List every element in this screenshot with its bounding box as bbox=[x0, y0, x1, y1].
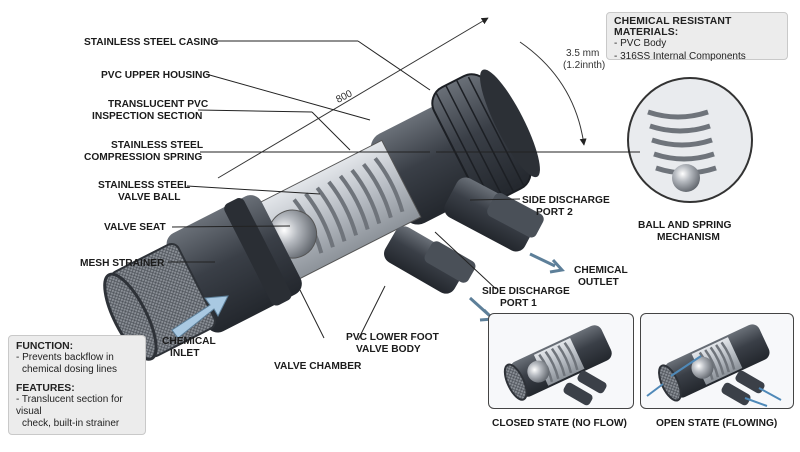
materials-box: CHEMICAL RESISTANT MATERIALS: - PVC Body… bbox=[606, 12, 788, 62]
length-value: 800 bbox=[334, 88, 354, 106]
features-text: check, built-in strainer bbox=[22, 418, 120, 429]
label-spring-1: STAINLESS STEEL bbox=[111, 140, 203, 151]
label-mechanism-2: MECHANISM bbox=[657, 232, 720, 243]
label-stainless-steel-casing: STAINLESS STEEL CASING bbox=[84, 37, 218, 48]
label-valve-chamber: VALVE CHAMBER bbox=[274, 361, 362, 372]
label-valve-seat: VALVE SEAT bbox=[104, 222, 166, 233]
label-port2-2: PORT 2 bbox=[536, 207, 573, 218]
closed-state-illustration bbox=[503, 325, 612, 406]
label-spring-2: COMPRESSION SPRING bbox=[84, 152, 202, 163]
materials-heading: CHEMICAL RESISTANT MATERIALS: bbox=[614, 16, 732, 38]
diameter-value-note: (1.2innth) bbox=[563, 60, 605, 71]
diameter-value: 3.5 mm bbox=[566, 48, 599, 59]
label-chemical-inlet-2: INLET bbox=[170, 348, 200, 359]
label-pvc-upper-housing: PVC UPPER HOUSING bbox=[101, 70, 210, 81]
function-features-box: FUNCTION: - Prevents backflow in chemica… bbox=[8, 335, 146, 435]
leader-lines bbox=[168, 40, 640, 341]
features-text: - Translucent section for visual bbox=[16, 394, 123, 417]
label-ball-2: VALVE BALL bbox=[118, 192, 180, 203]
label-translucent-2: INSPECTION SECTION bbox=[92, 111, 202, 122]
length-dimension-line bbox=[217, 17, 489, 179]
closed-state-panel bbox=[488, 313, 634, 409]
label-port2-1: SIDE DISCHARGE bbox=[522, 195, 610, 206]
function-text: chemical dosing lines bbox=[22, 364, 118, 375]
label-mechanism-1: BALL AND SPRING bbox=[638, 220, 731, 231]
function-text: - Prevents backflow in bbox=[16, 352, 114, 363]
materials-item: - PVC Body bbox=[614, 38, 667, 49]
label-chemical-inlet-1: CHEMICAL bbox=[162, 336, 216, 347]
materials-item: - 316SS Internal Components bbox=[614, 50, 746, 62]
open-state-caption: OPEN STATE (FLOWING) bbox=[656, 418, 778, 429]
diameter-dimension-line bbox=[519, 41, 587, 146]
label-port1-2: PORT 1 bbox=[500, 298, 537, 309]
closed-state-caption: CLOSED STATE (NO FLOW) bbox=[492, 418, 627, 429]
label-translucent-1: TRANSLUCENT PVC bbox=[108, 99, 209, 110]
label-port1-1: SIDE DISCHARGE bbox=[482, 286, 570, 297]
label-lower-body-1: PVC LOWER FOOT bbox=[346, 332, 440, 343]
label-outlet-2: OUTLET bbox=[578, 277, 620, 288]
features-heading: FEATURES: bbox=[16, 383, 75, 394]
union-end-shape bbox=[480, 69, 540, 178]
label-lower-body-2: VALVE BODY bbox=[356, 344, 421, 355]
label-ball-1: STAINLESS STEEL bbox=[98, 180, 190, 191]
discharge-port-2-shape bbox=[444, 177, 544, 252]
open-state-illustration bbox=[646, 324, 782, 407]
outlet-arrow bbox=[529, 252, 565, 274]
label-mesh-strainer: MESH STRAINER bbox=[80, 258, 165, 269]
inlet-arrow bbox=[171, 295, 229, 339]
function-heading: FUNCTION: bbox=[16, 341, 74, 352]
open-state-panel bbox=[640, 313, 794, 409]
discharge-port-1-shape bbox=[384, 226, 476, 294]
label-outlet-1: CHEMICAL bbox=[574, 265, 628, 276]
valve-chamber-ring bbox=[224, 198, 292, 306]
